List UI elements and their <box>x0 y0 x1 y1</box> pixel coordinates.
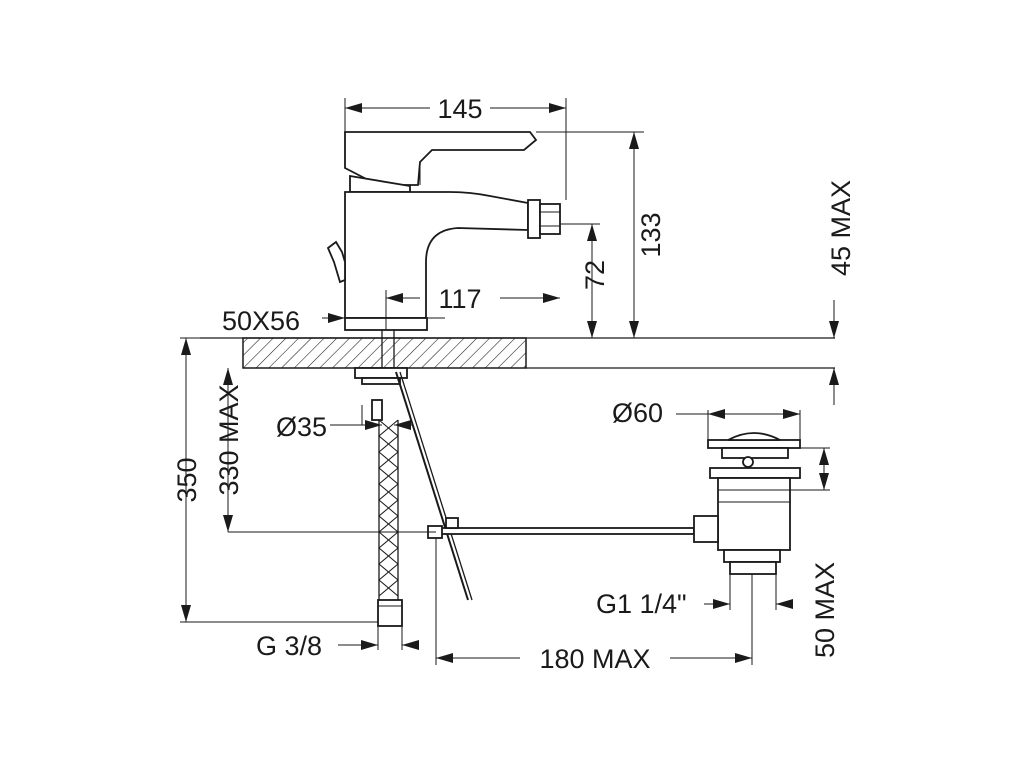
pull-rod <box>435 527 695 535</box>
waste-body <box>717 477 791 551</box>
dim-330max: 330 MAX <box>214 384 244 495</box>
under-deck-assembly <box>354 330 695 627</box>
dim-35: Ø35 <box>276 412 327 442</box>
dim-60: Ø60 <box>612 398 663 428</box>
flexible-hose <box>378 420 399 600</box>
dim-133: 133 <box>636 212 666 257</box>
waste-tailpiece <box>723 549 781 563</box>
dim-g114: G1 1/4" <box>596 589 687 619</box>
dim-117: 117 <box>438 284 481 314</box>
lever-handle <box>344 131 538 186</box>
dim-350: 350 <box>172 457 202 502</box>
dimension-labels: 145 133 72 117 50X56 45 MAX Ø35 350 330 … <box>172 94 856 674</box>
fixing-nut <box>354 367 408 379</box>
mixer-spout <box>344 191 529 319</box>
pop-up-waste <box>693 432 801 575</box>
popup-rod <box>395 371 469 601</box>
dim-72: 72 <box>580 260 610 290</box>
dim-g38: G 3/8 <box>256 631 322 661</box>
dimension-lines <box>180 98 839 665</box>
waste-cap <box>707 439 801 449</box>
hose-connector <box>377 599 403 627</box>
spout-nozzle <box>527 199 541 239</box>
popup-knob <box>326 240 346 284</box>
dim-145: 145 <box>437 94 482 124</box>
dim-50x56: 50X56 <box>222 306 300 336</box>
dim-50max: 50 MAX <box>810 562 840 658</box>
dim-45max: 45 MAX <box>826 180 856 276</box>
mixer-body <box>326 131 561 331</box>
countertop-section <box>200 337 835 369</box>
dim-180max: 180 MAX <box>539 644 650 674</box>
